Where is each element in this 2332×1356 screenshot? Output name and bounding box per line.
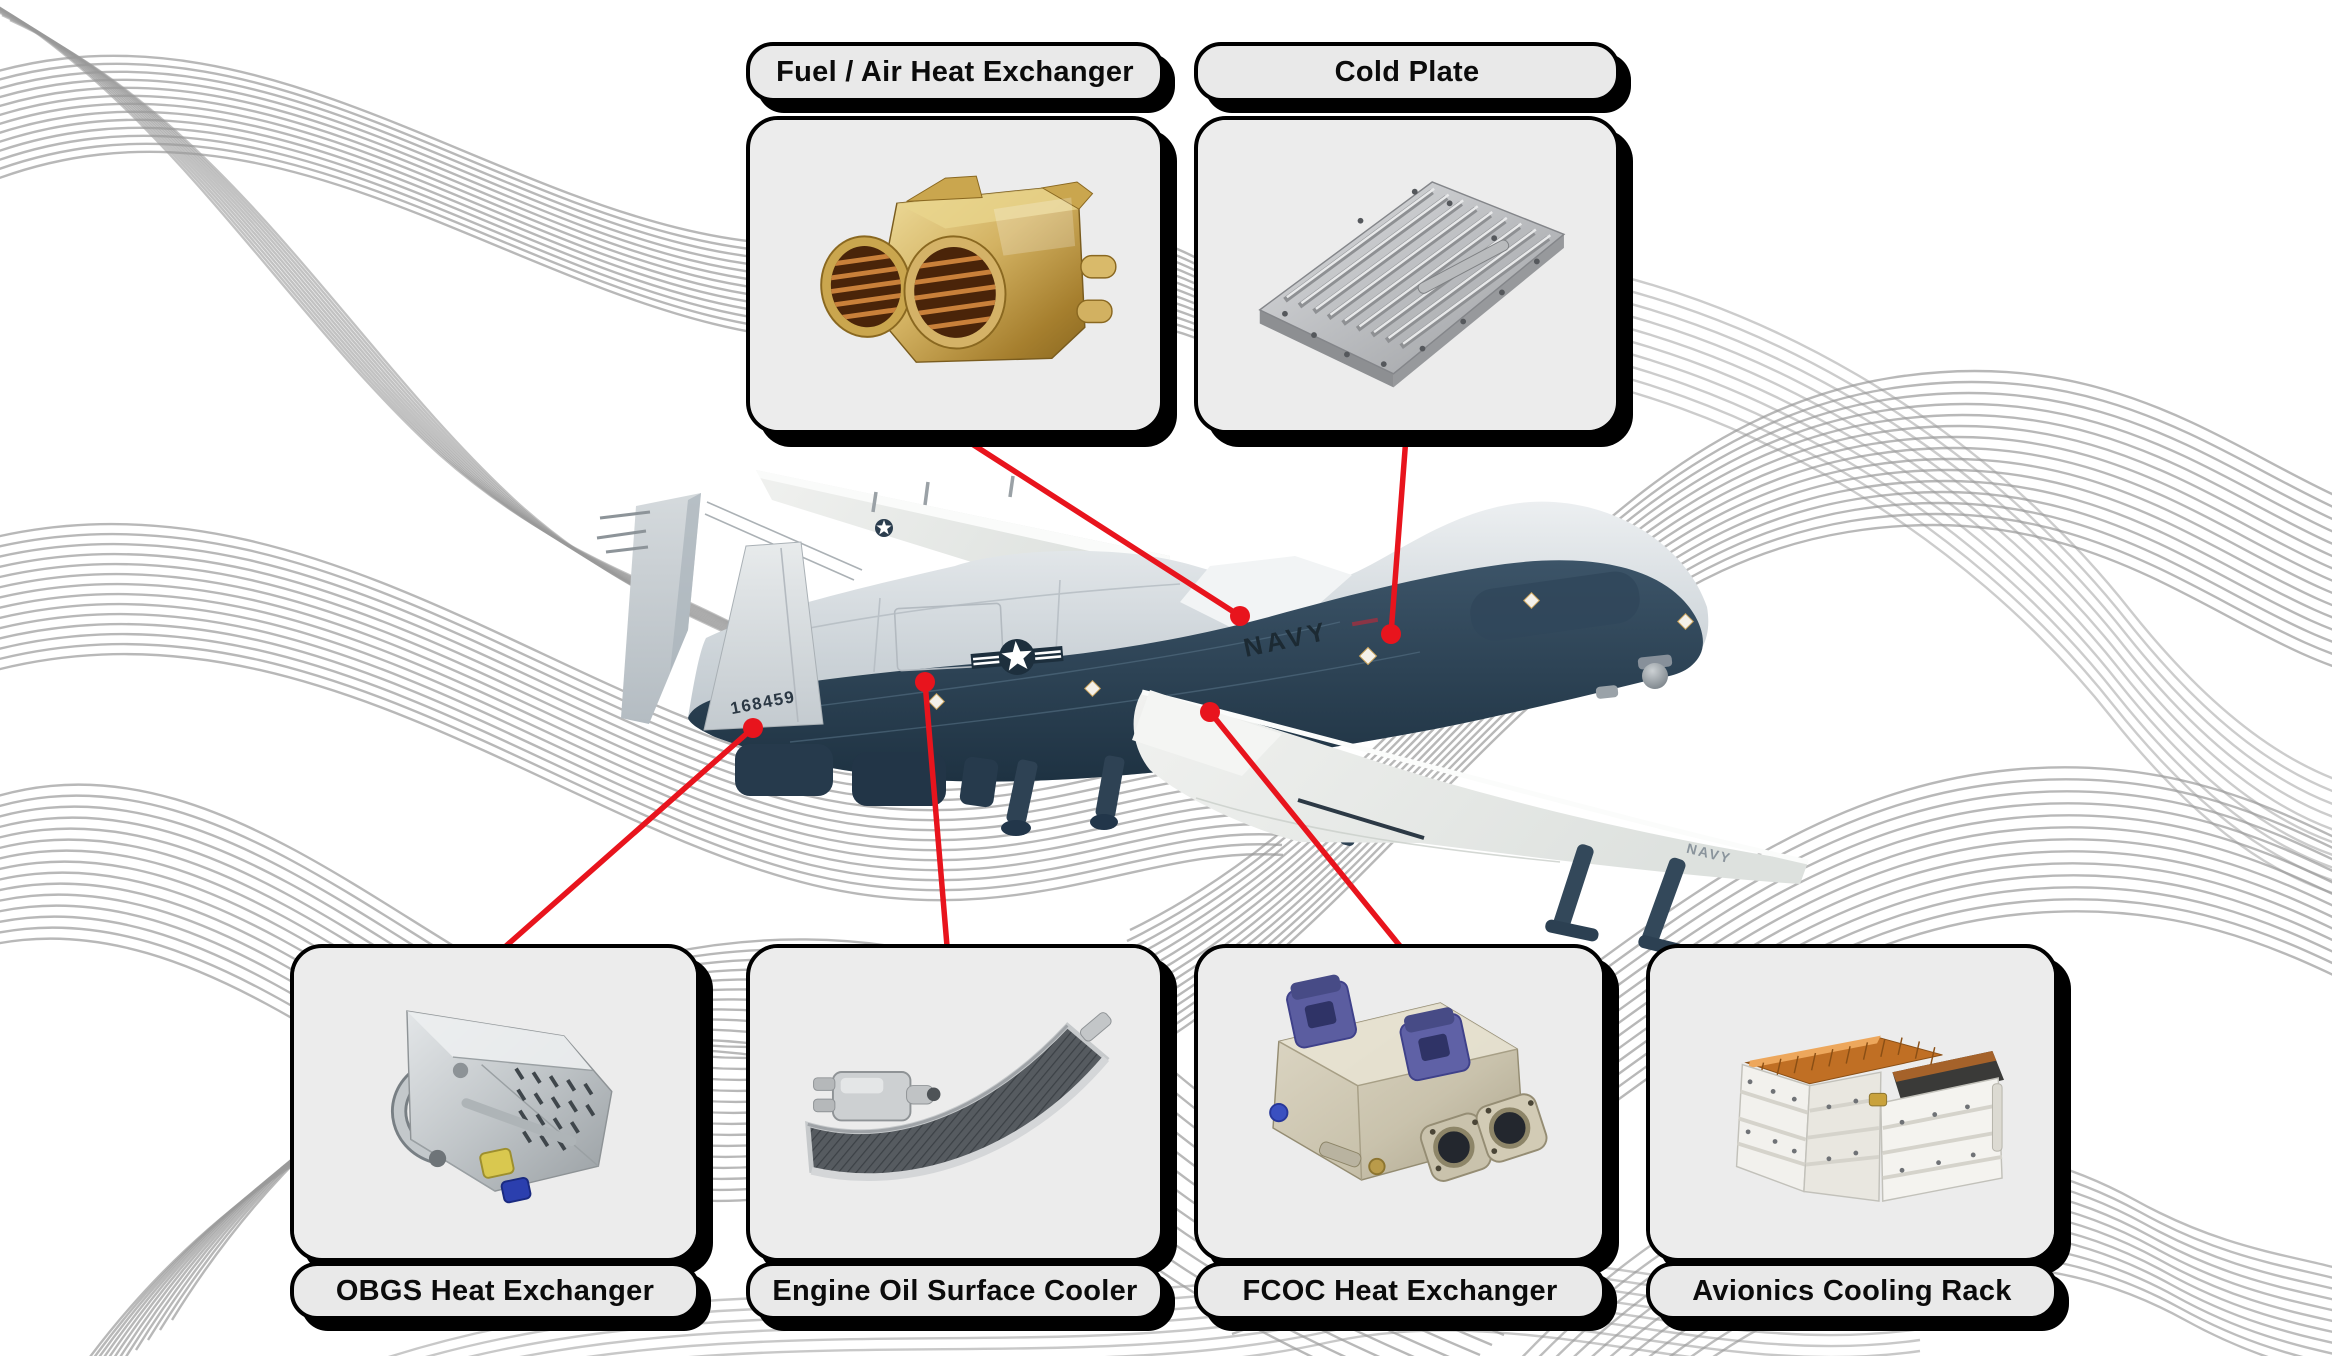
wave-line [0,622,1281,872]
wave-line [1090,512,2332,1075]
wave-line [0,6,817,676]
star-insignia [970,639,1064,675]
wave-line [1099,479,2332,1042]
callout-line-cold-plate [1388,434,1409,637]
wave-line [0,612,1280,862]
callout-dot-fuel-air [1230,606,1250,626]
wave-line [1525,342,2332,869]
wave-line [1535,282,2332,805]
label-obgs-heat-exchanger: OBGS Heat Exchanger [290,1262,700,1320]
label-fcoc-heat-exchanger: FCOC Heat Exchanger [1194,1262,1606,1320]
tail-pods [735,744,999,808]
wave-line [1521,366,2332,894]
stencil-mark [1351,617,1379,627]
wave-line [1539,258,2332,780]
wave-line [0,9,849,696]
callout-line-engine-oil [922,679,950,949]
card-obgs-heat-exchanger [290,944,700,1262]
card-engine-oil-surface-cooler [746,944,1164,1262]
wave-line [1628,1217,2332,1356]
wave-line [586,1296,1921,1356]
wing-walkway-line [1297,798,1425,840]
wave-line [1242,1329,1692,1356]
wave-line [1108,446,2332,1009]
wave-line [1648,1229,2332,1356]
card-fcoc-heat-exchanger [1194,944,1606,1262]
callout-lines [503,430,1409,949]
label-text: Engine Oil Surface Cooler [772,1274,1138,1307]
rack-rivets [1745,1079,1976,1173]
spine-antennas [871,475,1015,513]
label-text: Cold Plate [1334,55,1480,88]
callout-dot-cold-plate [1381,624,1401,644]
label-text: Fuel / Air Heat Exchanger [776,55,1134,88]
fuel-air-heat-exchanger-photo [751,120,1159,430]
wave-line [0,582,1277,832]
tail-antennas [596,510,651,554]
callout-line-fuel-air [952,430,1243,619]
chin-sensor-turret [1595,654,1673,699]
obgs-heat-exchanger-photo [294,949,696,1257]
aircraft-main-fin: 168459 [703,541,824,731]
callout-dot-fcoc [1200,702,1220,722]
callout-dot-obgs [743,718,763,738]
label-engine-oil-surface-cooler: Engine Oil Surface Cooler [746,1262,1164,1320]
wave-line [1669,1241,2332,1356]
aircraft-far-fin-shade [670,493,701,672]
nose-sensor-panel [1470,571,1640,641]
card-avionics-cooling-rack [1646,944,2058,1262]
wave-line [1102,468,2332,1031]
engine-oil-surface-cooler-photo [751,948,1159,1258]
callout-line-obgs [503,725,756,949]
wave-line [1527,330,2332,856]
wave-line [1712,1265,2269,1356]
wave-line [0,642,1283,892]
aircraft-far-fin [621,493,701,724]
wave-line [1104,1318,1921,1356]
wave-line [1529,318,2332,844]
aircraft-belly-band [688,560,1703,782]
wave-line [0,632,1282,882]
cold-plate-photo [1203,120,1611,430]
wave-line [1537,270,2332,793]
rack-ribs [1736,1089,2003,1180]
wave-line [0,54,1311,341]
wave-line [1690,1253,2304,1356]
wave-line [0,8,841,691]
cold-plate-screws [1282,188,1540,368]
wave-line [1096,490,2332,1053]
wave-line [1523,354,2332,882]
wave-line [0,592,1278,842]
callout-dots [743,606,1401,738]
wave-line [0,652,1284,902]
callout-dot-engine-oil [915,672,935,692]
aircraft-near-wing: NAVY [1132,689,1809,884]
label-text: FCOC Heat Exchanger [1242,1274,1558,1307]
wave-line [0,602,1279,852]
label-text: OBGS Heat Exchanger [335,1274,655,1307]
label-avionics-cooling-rack: Avionics Cooling Rack [1646,1262,2058,1320]
label-text: Avionics Cooling Rack [1692,1274,2012,1307]
wave-line [0,7,825,681]
fuselage-panels [769,579,1181,673]
label-fuel-air-heat-exchanger: Fuel / Air Heat Exchanger [746,42,1164,102]
wave-line [0,7,833,686]
wave-line [1533,294,2332,818]
label-cold-plate: Cold Plate [1194,42,1620,102]
hazard-diamonds [928,592,1694,710]
wave-line [1087,523,2332,1086]
aircraft-illustration: NAVY [596,470,1809,958]
wave-line [1531,306,2332,831]
fcoc-heat-exchanger-photo [1198,949,1602,1257]
belly-seams [769,621,1421,743]
avionics-cooling-rack-photo [1650,949,2054,1257]
callout-line-fcoc [1207,709,1403,949]
card-cold-plate [1194,116,1620,434]
wave-line [1093,501,2332,1064]
card-fuel-air-heat-exchanger [746,116,1164,434]
wave-line [688,1307,1921,1356]
